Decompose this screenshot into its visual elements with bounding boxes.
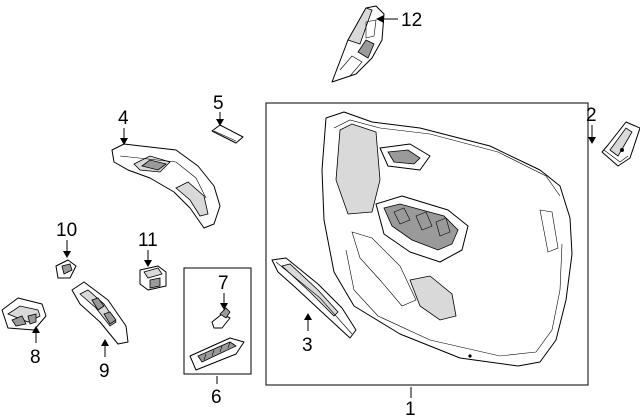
callout-11: 11 — [138, 230, 158, 267]
callout-1-label: 1 — [405, 399, 416, 416]
part-6-illustration — [189, 337, 245, 371]
callout-10-label: 10 — [56, 220, 77, 241]
part-7-illustration — [211, 307, 231, 329]
callout-1: 1 — [405, 387, 416, 416]
part-8-illustration — [1, 297, 47, 331]
part-11-illustration — [139, 265, 167, 291]
part-10-illustration — [55, 259, 77, 279]
callout-4: 4 — [118, 108, 129, 145]
callout-2-label: 2 — [586, 105, 597, 126]
callout-7-label: 7 — [218, 273, 229, 294]
callout-11-label: 11 — [138, 230, 158, 251]
callout-4-label: 4 — [118, 108, 129, 129]
callout-6-label: 6 — [211, 387, 222, 408]
callout-10: 10 — [56, 220, 77, 258]
callout-9: 9 — [99, 339, 110, 382]
callout-3-label: 3 — [302, 335, 313, 356]
callout-5: 5 — [213, 93, 224, 126]
part-1-illustration — [321, 111, 573, 367]
callout-6: 6 — [211, 376, 222, 408]
part-12-illustration — [331, 5, 385, 83]
callout-3: 3 — [302, 313, 313, 356]
part-5-illustration — [211, 124, 244, 144]
callout-12: 12 — [376, 10, 422, 31]
callout-2: 2 — [586, 105, 597, 144]
callout-8-label: 8 — [30, 347, 41, 368]
part-6-group-box — [183, 267, 252, 375]
part-3-illustration — [271, 257, 357, 339]
part-2-illustration — [601, 121, 640, 167]
part-4-illustration — [111, 143, 221, 229]
part-9-illustration — [71, 281, 129, 345]
part-1-group-box — [265, 102, 589, 386]
callout-5-label: 5 — [213, 93, 224, 114]
callout-7: 7 — [218, 273, 229, 310]
callout-12-label: 12 — [401, 10, 422, 31]
callout-9-label: 9 — [99, 361, 110, 382]
callout-8: 8 — [30, 326, 41, 368]
